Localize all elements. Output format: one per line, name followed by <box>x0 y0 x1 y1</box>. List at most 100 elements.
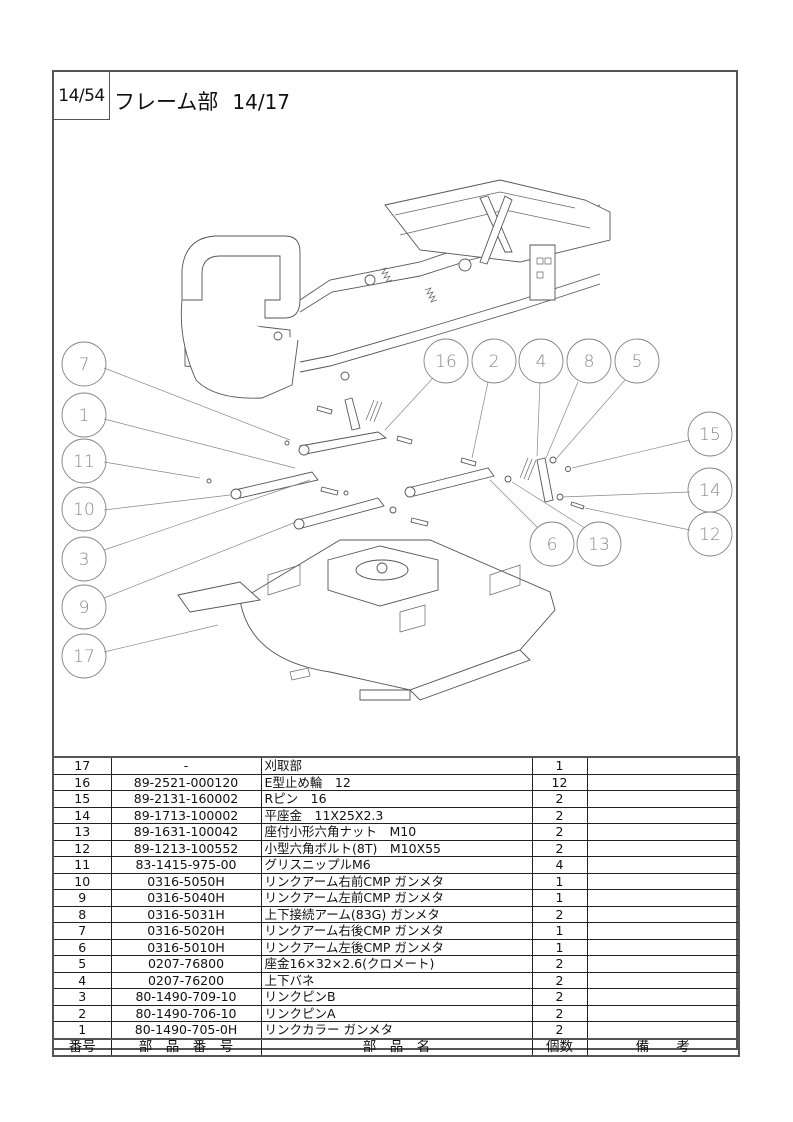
row-no: 10 <box>52 872 112 890</box>
row-qty: 2 <box>531 839 588 857</box>
row-no: 7 <box>52 922 112 940</box>
row-remarks <box>586 1004 740 1022</box>
row-part-number: 0316-5050H <box>110 872 262 890</box>
row-part-name: 座付小形六角ナット M10 <box>260 823 533 841</box>
callout-number: 10 <box>73 500 95 520</box>
row-qty: 1 <box>531 922 588 940</box>
callout-circle <box>61 341 107 387</box>
column-header-no: 番号 <box>52 1037 112 1057</box>
row-qty: 2 <box>531 790 588 808</box>
callout-6: 6 <box>529 521 575 567</box>
callout-number: 4 <box>536 352 547 372</box>
row-no: 16 <box>52 773 112 791</box>
callout-number: 5 <box>632 352 643 372</box>
row-remarks <box>586 988 740 1006</box>
callout-5: 5 <box>614 338 660 384</box>
row-part-number: 80-1490-705-0H <box>110 1021 262 1040</box>
row-part-number: 89-1213-100552 <box>110 839 262 857</box>
row-qty: 1 <box>531 756 588 775</box>
row-part-number: 89-2521-000120 <box>110 773 262 791</box>
row-qty: 2 <box>531 823 588 841</box>
callout-number: 11 <box>73 452 95 472</box>
callout-16: 16 <box>423 338 469 384</box>
callout-14: 14 <box>687 467 733 513</box>
row-part-name: 座金16×32×2.6(クロメート) <box>260 955 533 973</box>
row-no: 5 <box>52 955 112 973</box>
row-qty: 2 <box>531 955 588 973</box>
row-qty: 1 <box>531 872 588 890</box>
page-number-box: 14/54 <box>52 70 110 120</box>
row-no: 9 <box>52 889 112 907</box>
row-part-name: 刈取部 <box>260 756 533 775</box>
row-remarks <box>586 872 740 890</box>
row-part-number: 0207-76200 <box>110 971 262 989</box>
row-part-number: 0316-5040H <box>110 889 262 907</box>
callout-2: 2 <box>471 338 517 384</box>
callout-8: 8 <box>566 338 612 384</box>
row-remarks <box>586 856 740 874</box>
callout-circle <box>61 536 107 582</box>
row-part-number: 80-1490-706-10 <box>110 1004 262 1022</box>
callout-circle <box>471 338 517 384</box>
callout-circle <box>423 338 469 384</box>
row-qty: 12 <box>531 773 588 791</box>
row-part-number: 0316-5010H <box>110 938 262 956</box>
callout-number: 13 <box>588 535 610 555</box>
row-remarks <box>586 823 740 841</box>
row-remarks <box>586 790 740 808</box>
row-qty: 2 <box>531 1021 588 1040</box>
callout-9: 9 <box>61 584 107 630</box>
row-qty: 4 <box>531 856 588 874</box>
row-qty: 2 <box>531 806 588 824</box>
callout-10: 10 <box>61 486 107 532</box>
row-remarks <box>586 938 740 956</box>
callout-number: 9 <box>79 598 90 618</box>
row-remarks <box>586 839 740 857</box>
callout-17: 17 <box>61 633 107 679</box>
row-part-name: リンクカラー ガンメタ <box>260 1021 533 1040</box>
section-page: 14/17 <box>232 90 291 114</box>
row-part-number: 0316-5031H <box>110 905 262 923</box>
page-number: 14/54 <box>58 85 105 106</box>
callout-15: 15 <box>687 411 733 457</box>
callout-circle <box>687 411 733 457</box>
callout-circle <box>61 486 107 532</box>
column-header-part-name: 部 品 名 <box>260 1037 533 1057</box>
callout-circle <box>687 511 733 557</box>
callout-circle <box>61 633 107 679</box>
row-no: 11 <box>52 856 112 874</box>
callout-leader-lines <box>103 367 691 653</box>
row-part-number: 89-1713-100002 <box>110 806 262 824</box>
row-no: 1 <box>52 1021 112 1040</box>
row-remarks <box>586 1021 740 1040</box>
row-no: 17 <box>52 756 112 775</box>
callout-number: 1 <box>79 406 90 426</box>
row-remarks <box>586 955 740 973</box>
callout-number: 17 <box>73 647 95 667</box>
row-no: 8 <box>52 905 112 923</box>
row-part-name: リンクアーム左後CMP ガンメタ <box>260 938 533 956</box>
row-remarks <box>586 756 740 775</box>
row-remarks <box>586 806 740 824</box>
callout-number: 8 <box>584 352 595 372</box>
callout-7: 7 <box>61 341 107 387</box>
callout-1: 1 <box>61 392 107 438</box>
mower-deck-drawing <box>177 539 556 701</box>
row-part-name: Rピン 16 <box>260 790 533 808</box>
row-remarks <box>586 905 740 923</box>
row-remarks <box>586 971 740 989</box>
